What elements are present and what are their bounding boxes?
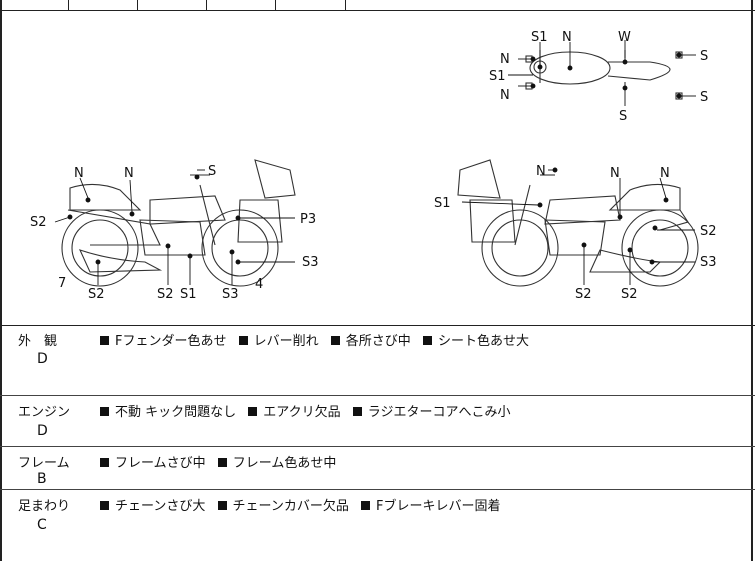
label-right-n-tank: N bbox=[610, 166, 620, 181]
label-top-n-lower: N bbox=[500, 88, 510, 103]
note-item: フレームさび中 bbox=[115, 456, 206, 471]
top-table-strip bbox=[0, 0, 755, 11]
note-item: フレーム色あせ中 bbox=[232, 456, 337, 471]
notes-list: フレームさび中 フレーム色あせ中 bbox=[100, 452, 344, 471]
notes-list: 不動 キック問題なし エアクリ欠品 ラジエターコアへこみ小 bbox=[100, 401, 519, 420]
label-right-s2-muffler: S2 bbox=[621, 287, 638, 302]
note-item: レバー削れ bbox=[253, 334, 319, 349]
motorcycle-damage-diagram: S1 N W N S S1 N S S N N S S2 P3 7 S2 S2 … bbox=[0, 10, 755, 326]
label-right-s3-wheel: S3 bbox=[700, 255, 717, 270]
notes-list: チェーンさび大 チェーンカバー欠品 Fブレーキレバー固着 bbox=[100, 495, 508, 514]
grade-value: C bbox=[37, 517, 47, 533]
note-item: エアクリ欠品 bbox=[263, 405, 341, 420]
note-item: ラジエターコアへこみ小 bbox=[367, 405, 511, 420]
label-top-s-bottom: S bbox=[619, 109, 627, 124]
label-left-s-mirror: S bbox=[208, 164, 216, 179]
label-left-s3-wheel: S3 bbox=[302, 255, 319, 270]
note-item: チェーンさび大 bbox=[115, 499, 206, 514]
category-label: 足まわり bbox=[18, 499, 71, 514]
grade-value: D bbox=[37, 423, 48, 439]
label-right-s2-rear: S2 bbox=[700, 224, 717, 239]
label-left-s3-fork: S3 bbox=[222, 287, 239, 302]
note-item: Fブレーキレバー固着 bbox=[376, 499, 501, 514]
section-exterior: 外 観 D Fフェンダー色あせ レバー削れ 各所さび中 シート色あせ大 bbox=[0, 325, 755, 396]
label-right-n-seat: N bbox=[660, 166, 670, 181]
label-left-n-tank: N bbox=[124, 166, 134, 181]
label-left-4: 4 bbox=[255, 277, 263, 292]
notes-list: Fフェンダー色あせ レバー削れ 各所さび中 シート色あせ大 bbox=[100, 330, 537, 349]
label-left-7: 7 bbox=[58, 276, 66, 291]
note-item: Fフェンダー色あせ bbox=[115, 334, 227, 349]
motorcycle-diagram-svg: S1 N W N S S1 N S S N N S S2 P3 7 S2 S2 … bbox=[30, 30, 717, 302]
label-right-s2-engine: S2 bbox=[575, 287, 592, 302]
section-frame: フレーム B フレームさび中 フレーム色あせ中 bbox=[0, 447, 755, 490]
note-item: チェーンカバー欠品 bbox=[232, 499, 349, 514]
label-left-n-seat: N bbox=[74, 166, 84, 181]
grade-value: B bbox=[37, 471, 47, 487]
right-side-bike-drawing bbox=[457, 159, 699, 287]
section-engine: エンジン D 不動 キック問題なし エアクリ欠品 ラジエターコアへこみ小 bbox=[0, 396, 755, 447]
section-suspension: 足まわり C チェーンさび大 チェーンカバー欠品 Fブレーキレバー固着 bbox=[0, 490, 755, 561]
label-top-s1-left: S1 bbox=[489, 69, 506, 84]
damage-markers bbox=[67, 52, 682, 265]
category-label: エンジン bbox=[18, 405, 71, 420]
label-left-s2-engine: S2 bbox=[157, 287, 174, 302]
top-view-drawing bbox=[525, 50, 683, 100]
label-top-s-lower: S bbox=[700, 90, 708, 105]
note-item: シート色あせ大 bbox=[437, 334, 529, 349]
label-top-n-upper: N bbox=[500, 52, 510, 67]
label-top-n: N bbox=[562, 30, 572, 45]
label-right-s1-fairing: S1 bbox=[434, 196, 451, 211]
note-item: 各所さび中 bbox=[345, 334, 411, 349]
label-left-s2-rear: S2 bbox=[30, 215, 47, 230]
grade-value: D bbox=[37, 351, 48, 367]
left-side-bike-drawing bbox=[61, 159, 296, 287]
label-left-s1-engine: S1 bbox=[180, 287, 197, 302]
label-top-s-upper: S bbox=[700, 49, 708, 64]
label-left-s2-muffler: S2 bbox=[88, 287, 105, 302]
label-top-s1: S1 bbox=[531, 30, 548, 45]
note-item: 不動 キック問題なし bbox=[115, 405, 237, 420]
category-label: 外 観 bbox=[18, 334, 58, 349]
label-left-p3: P3 bbox=[300, 212, 316, 227]
label-right-n-mirror: N bbox=[536, 164, 546, 179]
category-label: フレーム bbox=[18, 456, 70, 471]
label-top-w: W bbox=[618, 30, 631, 45]
